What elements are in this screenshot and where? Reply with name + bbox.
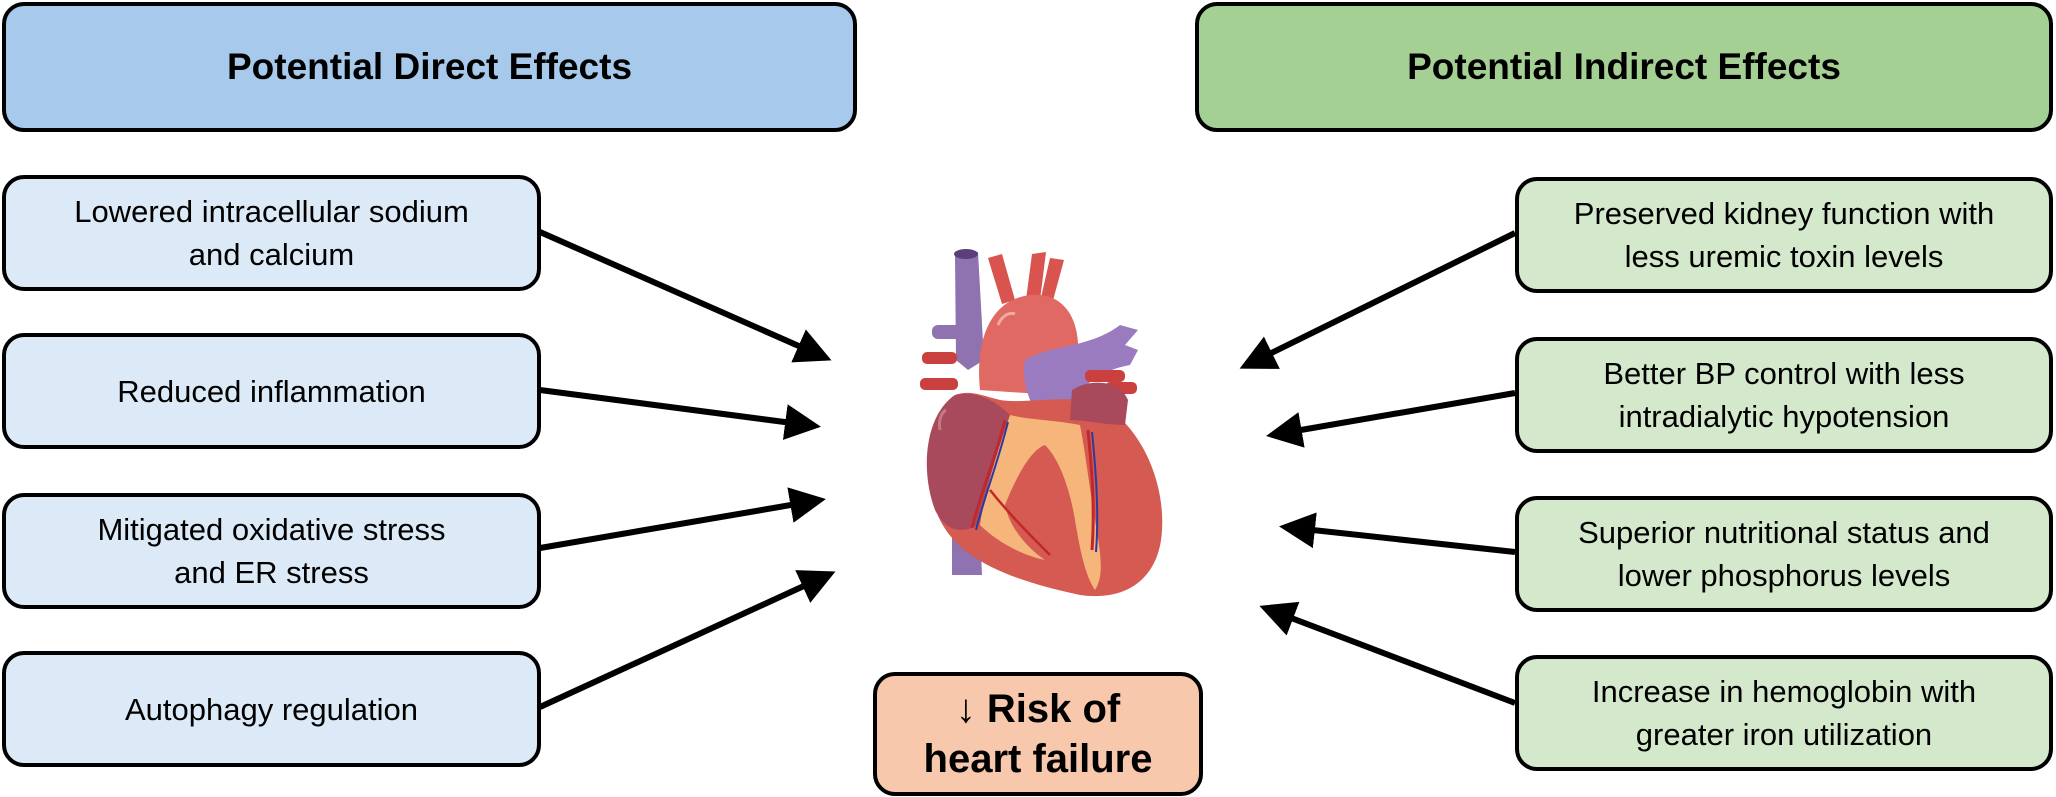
arrow-icon (1279, 512, 1516, 555)
direct-effect-box: Mitigated oxidative stress and ER stress (2, 493, 541, 609)
arrow-icon (1239, 230, 1517, 369)
direct-effect-box: Reduced inflammation (2, 333, 541, 449)
indirect-effect-box: Preserved kidney function with less urem… (1515, 177, 2053, 293)
indirect-effect-label: Increase in hemoglobin with greater iron… (1591, 674, 1977, 752)
outcome-box: ↓ Risk of heart failure (873, 672, 1203, 796)
indirect-effects-header: Potential Indirect Effects (1195, 2, 2053, 132)
direct-effect-label: Mitigated oxidative stress and ER stress (97, 512, 446, 590)
direct-effect-box: Autophagy regulation (2, 651, 541, 767)
direct-effect-label: Reduced inflammation (117, 373, 426, 409)
indirect-effect-box: Increase in hemoglobin with greater iron… (1515, 655, 2053, 771)
direct-effects-title: Potential Direct Effects (226, 46, 633, 87)
outcome-label: ↓ Risk of heart failure (923, 687, 1153, 781)
arrow-icon (539, 487, 826, 551)
direct-effects-header: Potential Direct Effects (2, 2, 857, 132)
indirect-effect-label: Superior nutritional status and lower ph… (1578, 515, 1990, 593)
arrow-icon (538, 229, 832, 363)
indirect-effect-label: Better BP control with less intradialyti… (1603, 356, 1965, 434)
arrow-icon (1259, 601, 1517, 706)
indirect-effect-box: Better BP control with less intradialyti… (1515, 337, 2053, 453)
arrow-icon (1266, 390, 1516, 448)
direct-effect-box: Lowered intracellular sodium and calcium (2, 175, 541, 291)
indirect-effects-title: Potential Indirect Effects (1407, 46, 1841, 87)
arrow-icon (538, 570, 836, 710)
heart-icon (920, 249, 1163, 597)
direct-effect-label: Autophagy regulation (124, 691, 418, 727)
direct-effect-label: Lowered intracellular sodium and calcium (74, 194, 469, 272)
arrow-icon (539, 387, 821, 440)
indirect-effect-box: Superior nutritional status and lower ph… (1515, 496, 2053, 612)
indirect-effect-label: Preserved kidney function with less urem… (1573, 196, 1995, 274)
